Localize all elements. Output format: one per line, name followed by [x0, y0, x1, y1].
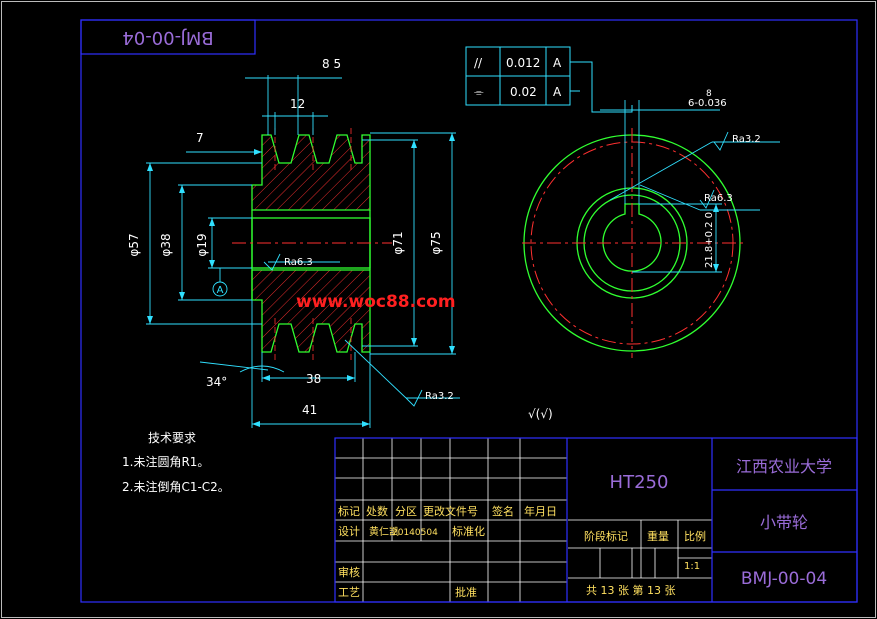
tol-symbol-parallel: // [474, 56, 483, 70]
datum-a-marker [212, 281, 228, 297]
keyway-width-dim: 6-0.036 [688, 98, 727, 109]
header-mark: 标记 [338, 504, 360, 518]
header-sign: 签名 [492, 504, 514, 518]
header-count: 处数 [366, 505, 388, 518]
tolerance-frames [465, 46, 633, 113]
dim-38: 38 [306, 372, 321, 386]
weight-label: 重量 [647, 529, 669, 543]
tol-value-2: 0.02 [510, 85, 537, 99]
keyway-depth-dim: 21.8+0.2 0 [704, 212, 715, 268]
dim-phi57: φ57 [127, 233, 141, 256]
tech-req-title: 技术要求 [148, 431, 196, 445]
scale-value: 1:1 [684, 561, 700, 572]
standardization-label: 标准化 [452, 524, 485, 538]
dim-8-5: 8 5 [322, 57, 341, 71]
roughness-groove: Ra3.2 [425, 391, 454, 402]
tol-symbol-symmetry: ⌯ [474, 85, 484, 99]
design-date: 20140504 [392, 528, 438, 538]
header-date: 年月日 [524, 504, 557, 518]
title-block: HT250 江西农业大学 小带轮 BMJ-00-04 标记 处数 分区 更改文件… [334, 437, 858, 603]
roughness-bore: Ra6.3 [284, 257, 313, 268]
roughness-side-top: Ra3.2 [732, 134, 761, 145]
part-name: 小带轮 [760, 513, 808, 532]
dim-phi19: φ19 [195, 233, 209, 256]
header-zone: 分区 [395, 505, 417, 518]
check-label: 审核 [338, 565, 360, 579]
bore-with-keyway [602, 203, 662, 272]
material: HT250 [610, 472, 669, 493]
upper-section-hatch [251, 134, 371, 211]
tol-value-1: 0.012 [506, 56, 540, 70]
tol-datum-1: A [553, 56, 562, 70]
school-name: 江西农业大学 [736, 457, 832, 476]
header-change-doc: 更改文件号 [423, 504, 478, 518]
datum-a-label: A [217, 285, 224, 296]
tech-requirements: 技术要求 1.未注圆角R1。 2.未注倒角C1-C2。 [122, 431, 230, 494]
process-label: 工艺 [338, 586, 360, 599]
drawing-number-box: BMJ-00-04 [80, 19, 256, 55]
dim-41: 41 [302, 403, 317, 417]
tech-req-item-1: 1.未注圆角R1。 [122, 454, 209, 469]
section-view: A 8 5 12 7 φ57 φ38 φ19 φ71 φ75 34° 38 41… [127, 57, 460, 428]
approve-label: 批准 [455, 585, 477, 599]
dim-7: 7 [196, 131, 204, 145]
dim-12: 12 [290, 97, 305, 111]
designer-name: 黄仁凯 [369, 525, 399, 538]
roughness-side-key: Ra6.3 [704, 193, 733, 204]
watermark: www.woc88.com [296, 292, 456, 312]
keyway-top-dim: 8 [706, 89, 712, 99]
scale-label: 比例 [684, 529, 706, 543]
tech-req-item-2: 2.未注倒角C1-C2。 [122, 479, 230, 494]
dim-phi38: φ38 [159, 233, 173, 256]
dim-phi75: φ75 [429, 231, 443, 254]
sheet-count: 共 13 张 第 13 张 [586, 583, 675, 597]
tol-datum-2: A [553, 85, 562, 99]
dim-angle-34: 34° [206, 375, 227, 389]
design-label: 设计 [338, 525, 360, 538]
dim-phi71: φ71 [391, 231, 405, 254]
title-drawing-number: BMJ-00-04 [741, 569, 827, 589]
stage-label: 阶段标记 [584, 529, 628, 543]
general-roughness: √(√) [528, 407, 553, 421]
side-view: 8 6-0.036 Ra3.2 Ra6.3 21.8+0.2 0 √(√) [522, 89, 780, 421]
drawing-number-inverted: BMJ-00-04 [122, 27, 213, 48]
